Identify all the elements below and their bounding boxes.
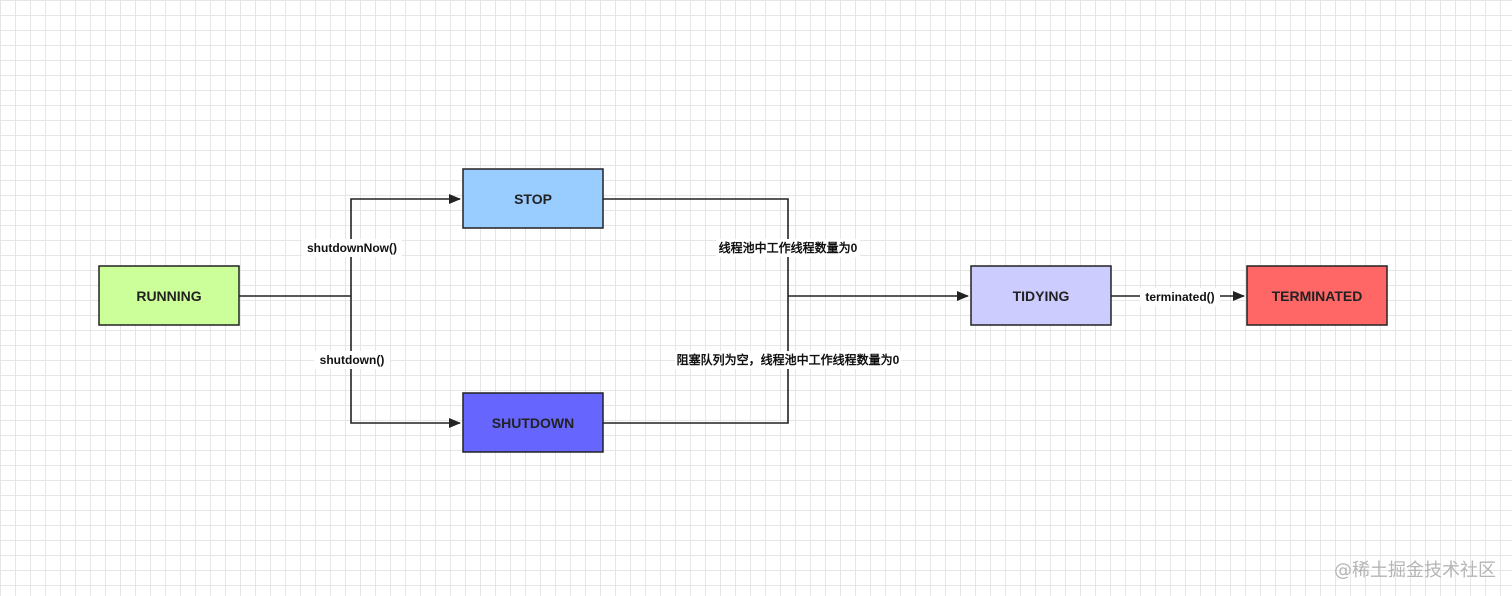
node-stop: STOP <box>462 168 604 229</box>
node-shutdown-label: SHUTDOWN <box>492 415 574 431</box>
edge-label-shutdown-to-tidying: 阻塞队列为空，线程池中工作线程数量为0 <box>677 352 900 367</box>
node-tidying: TIDYING <box>970 265 1112 326</box>
edge-shutdown-arrow <box>350 296 461 428</box>
edge-label-terminated: terminated() <box>1145 290 1214 304</box>
node-stop-label: STOP <box>514 191 552 207</box>
node-running-label: RUNNING <box>136 288 201 304</box>
node-running: RUNNING <box>98 265 240 326</box>
edge-label-shutdownnow: shutdownNow() <box>307 241 397 255</box>
node-terminated: TERMINATED <box>1246 265 1388 326</box>
edge-label-stop-to-tidying: 线程池中工作线程数量为0 <box>719 240 858 255</box>
watermark-text: @稀土掘金技术社区 <box>1334 560 1496 581</box>
edge-label-shutdown: shutdown() <box>320 353 385 367</box>
node-tidying-label: TIDYING <box>1013 288 1070 304</box>
node-terminated-label: TERMINATED <box>1272 288 1363 304</box>
edge-shutdown-to-merge <box>603 296 789 424</box>
edge-shutdownnow-arrow <box>350 194 461 296</box>
node-shutdown: SHUTDOWN <box>462 392 604 453</box>
edge-stop-to-merge <box>603 198 789 296</box>
